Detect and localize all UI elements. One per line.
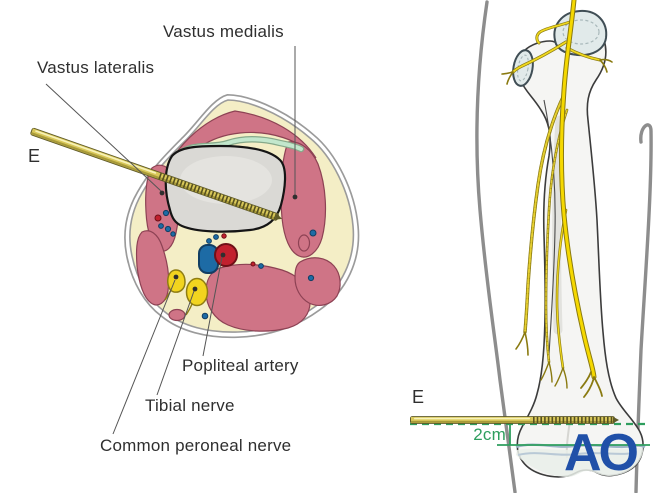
- biceps-femoris-muscle: [135, 230, 170, 306]
- ao-logo: AO: [564, 424, 638, 482]
- small-muscle-nub-2: [168, 308, 186, 322]
- sciatic-nerve: [501, 0, 613, 398]
- femur-bone: [516, 37, 644, 478]
- label-popliteal-artery: Popliteal artery: [182, 356, 299, 375]
- schanz-pin-frontal: [410, 416, 619, 424]
- small-vessels: [154, 209, 317, 320]
- measurement-lines: [410, 422, 650, 446]
- label-pin-e-left: E: [28, 146, 41, 166]
- popliteal-vessels: [198, 243, 238, 274]
- label-vastus-lateralis: Vastus lateralis: [37, 58, 155, 77]
- femur-cross-section: [164, 144, 287, 233]
- medial-hamstring-muscle: [294, 257, 341, 306]
- femoral-head-epiphysis: [553, 9, 608, 57]
- common-peroneal-nerve-shape: [167, 269, 186, 293]
- label-pin-e-right: E: [412, 387, 425, 407]
- cross-section-illustration: [30, 46, 360, 435]
- leader-lines: [45, 46, 298, 435]
- leg-silhouette: [475, 0, 653, 493]
- schanz-pin-axial: [30, 127, 283, 221]
- label-distance-2cm: 2cm: [473, 425, 506, 444]
- label-tibial-nerve: Tibial nerve: [145, 396, 235, 415]
- small-muscle-nub: [297, 234, 311, 252]
- femur-illustration: AO: [410, 0, 653, 493]
- label-common-peroneal-nerve: Common peroneal nerve: [100, 436, 292, 455]
- popliteal-artery-shape: [214, 243, 238, 267]
- label-vastus-medialis: Vastus medialis: [163, 22, 284, 41]
- tibial-nerve-shape: [185, 277, 209, 307]
